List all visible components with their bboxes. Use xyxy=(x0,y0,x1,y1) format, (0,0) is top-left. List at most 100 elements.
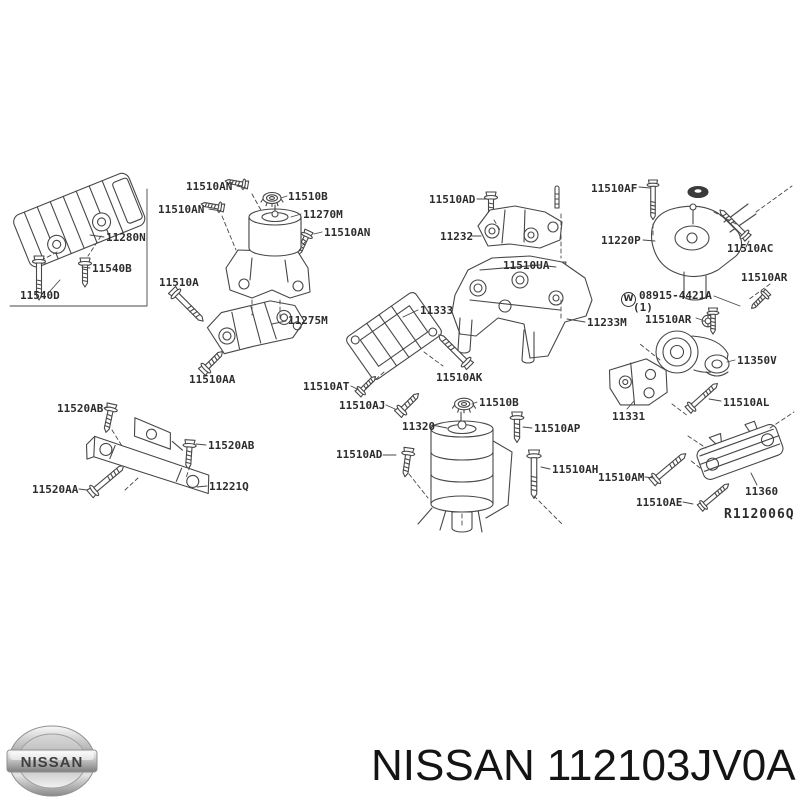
part-label-text: 11510AM xyxy=(598,471,645,484)
part-label-text: 11320 xyxy=(402,420,436,433)
part-label-text: 11360 xyxy=(745,485,779,498)
part-label-text: 11510AD xyxy=(429,193,476,206)
damper-11360-drawing xyxy=(647,415,785,513)
mount-11220P-drawing xyxy=(646,179,773,313)
part-label-text: 11510AK xyxy=(436,371,483,384)
part-label-text: 11510AF xyxy=(591,182,638,195)
part-label: (1) xyxy=(633,301,653,314)
catalog-part-number: 112103JV0A xyxy=(546,741,796,790)
part-label-text: 11510B xyxy=(479,396,519,409)
alignment-lines xyxy=(42,186,794,528)
part-label-text: 08915-4421A xyxy=(639,289,712,302)
part-label: 11540D xyxy=(20,289,60,302)
part-label: 11510AM xyxy=(598,471,644,484)
part-label-text: 11540B xyxy=(92,262,132,275)
part-label: 11331 xyxy=(612,410,645,423)
part-label: 11510B xyxy=(479,396,519,409)
part-label: 11280N xyxy=(106,231,146,244)
part-label: 11510AF xyxy=(591,182,637,195)
part-label: 11333 xyxy=(420,304,453,317)
part-label: 11232 xyxy=(440,230,473,243)
part-label-text: 11520AB xyxy=(208,439,255,452)
part-label-text: 11510AN xyxy=(186,180,233,193)
part-label-text: 11510AL xyxy=(723,396,770,409)
part-label: 11320 xyxy=(402,420,435,433)
part-label: 11233M xyxy=(587,316,627,329)
part-label-text: 11520AA xyxy=(32,483,79,496)
part-label: 11510B xyxy=(288,190,328,203)
part-label-text: 11510AN xyxy=(158,203,205,216)
part-label-text: 11510AN xyxy=(324,226,371,239)
part-label-text: 11510UA xyxy=(503,259,550,272)
part-label: 11220P xyxy=(601,234,641,247)
part-label: 11510AN xyxy=(158,203,204,216)
part-label-text: 11280N xyxy=(106,231,146,244)
logo-brand-text: NISSAN xyxy=(21,754,84,771)
part-label: 11510AP xyxy=(534,422,580,435)
part-label-text: (1) xyxy=(633,301,653,314)
part-label: 11510AL xyxy=(723,396,769,409)
part-label-text: 11221Q xyxy=(209,480,249,493)
part-label: 11520AA xyxy=(32,483,78,496)
torque-rod-11350V-drawing xyxy=(656,307,729,376)
part-label: 11510AR xyxy=(645,313,691,326)
bracket-11221Q-drawing xyxy=(85,402,215,500)
part-label-text: 11520AB xyxy=(57,402,104,415)
part-label: 11221Q xyxy=(209,480,249,493)
mount-11320-drawing xyxy=(397,397,542,532)
leader-lines xyxy=(50,186,757,504)
part-label-text: 11510AH xyxy=(552,463,599,476)
bracket-11331-drawing xyxy=(607,356,722,415)
part-label: 11510AE xyxy=(636,496,682,509)
part-label: 11510UA xyxy=(503,259,549,272)
part-label: 11510A xyxy=(159,276,199,289)
part-label-text: 11220P xyxy=(601,234,641,247)
part-label: 11510AR xyxy=(741,271,787,284)
part-label-text: 11233M xyxy=(587,316,627,329)
part-label-text: R112006Q xyxy=(724,507,795,522)
part-label-text: 11510AT xyxy=(303,380,350,393)
part-label-text: 11510AP xyxy=(534,422,581,435)
part-label-text: 11510B xyxy=(288,190,328,203)
part-label-text: 11510AE xyxy=(636,496,683,509)
part-label: 11510AN xyxy=(324,226,370,239)
part-label-text: 11333 xyxy=(420,304,454,317)
part-label-text: 11510AR xyxy=(645,313,692,326)
part-label: 11540B xyxy=(92,262,132,275)
part-label-text: 11350V xyxy=(737,354,777,367)
bracket-11333-drawing xyxy=(345,291,476,420)
part-label: 11270M xyxy=(303,208,343,221)
part-label: 11360 xyxy=(745,485,778,498)
part-label-text: 11540D xyxy=(20,289,60,302)
engine-cover-drawing xyxy=(11,171,147,301)
part-label: 11510AC xyxy=(727,242,773,255)
part-label-text: 11275M xyxy=(288,314,328,327)
part-label: 11275M xyxy=(288,314,328,327)
part-label-text: 11232 xyxy=(440,230,474,243)
part-label: 11520AB xyxy=(208,439,254,452)
part-label-text: 11510AJ xyxy=(339,399,386,412)
part-label: 11510AT xyxy=(303,380,349,393)
part-label: R112006Q xyxy=(724,507,795,522)
part-label-text: 11510AD xyxy=(336,448,383,461)
part-label: 11510AH xyxy=(552,463,598,476)
part-label-text: 11270M xyxy=(303,208,343,221)
mount-11270M-drawing xyxy=(199,175,315,298)
part-label-text: 11510AA xyxy=(189,373,236,386)
part-label: 11510AN xyxy=(186,180,232,193)
part-label-text: 11510AC xyxy=(727,242,774,255)
section-frame xyxy=(10,189,147,306)
part-label: 11510AA xyxy=(189,373,235,386)
part-label: 11350V xyxy=(737,354,777,367)
part-label: 11510AK xyxy=(436,371,482,384)
circled-letter: W xyxy=(621,292,636,307)
catalog-brand: NISSAN xyxy=(371,741,535,790)
part-label: 11510AD xyxy=(429,193,475,206)
part-label-text: 11331 xyxy=(612,410,646,423)
part-label: 11510AJ xyxy=(339,399,385,412)
